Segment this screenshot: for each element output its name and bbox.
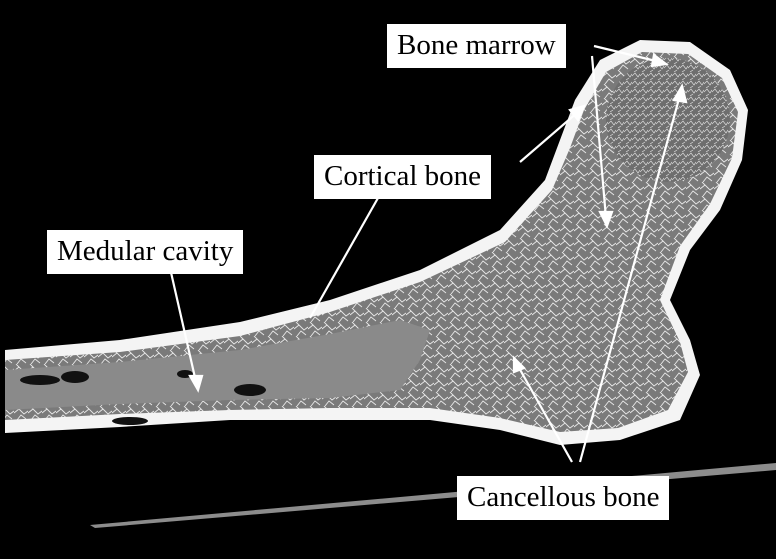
cancellous-bone-label: Cancellous bone: [457, 476, 669, 520]
cortical-bone-label: Cortical bone: [314, 155, 491, 199]
medular-cavity-label: Medular cavity: [47, 230, 243, 274]
femoral-head: [606, 58, 730, 182]
rod-artifact: [90, 463, 776, 528]
bone-marrow-label: Bone marrow: [387, 24, 566, 68]
